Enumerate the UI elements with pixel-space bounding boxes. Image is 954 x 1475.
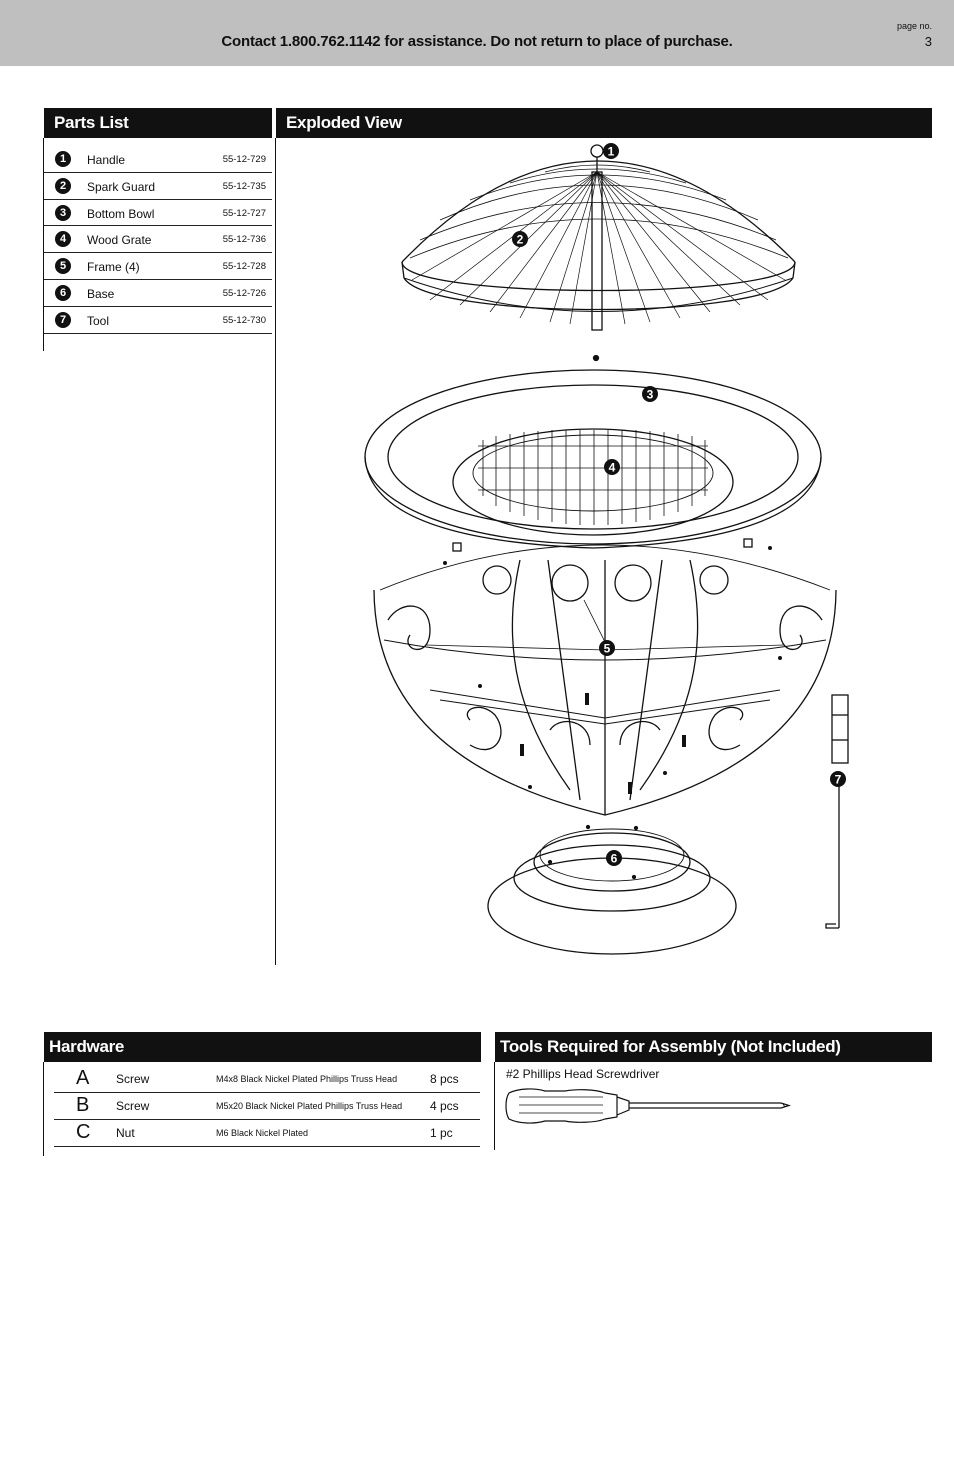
page-header: Contact 1.800.762.1142 for assistance. D… <box>0 0 954 66</box>
exploded-view-rule <box>275 138 276 965</box>
callout-4: 4 <box>604 459 620 475</box>
hardware-letter: A <box>76 1067 90 1089</box>
hardware-rule <box>43 1062 44 1156</box>
part-number: 2 <box>55 177 71 194</box>
parts-list: 1 Handle 55-12-729 2 Spark Guard 55-12-735 3… <box>44 146 272 334</box>
screwdriver-drawing <box>505 1088 792 1124</box>
hardware-description: M6 Black Nickel Plated <box>216 1128 309 1138</box>
parts-list-row: 7 Tool 55-12-730 <box>44 307 272 334</box>
bottom-bowl-drawing <box>364 369 822 549</box>
part-name: Bottom Bowl <box>87 206 155 221</box>
svg-text:4: 4 <box>609 461 616 475</box>
part-code: 55-12-727 <box>222 207 266 219</box>
parts-list-rule <box>43 138 44 351</box>
svg-text:3: 3 <box>647 388 654 402</box>
parts-list-row: 4 Wood Grate 55-12-736 <box>44 226 272 254</box>
hardware-heading: Hardware <box>44 1032 481 1062</box>
contact-notice: Contact 1.800.762.1142 for assistance. D… <box>221 33 733 50</box>
part-name: Frame (4) <box>87 260 140 275</box>
hardware-row: A Screw M4x8 Black Nickel Plated Phillips … <box>54 1066 480 1093</box>
part-code: 55-12-735 <box>222 180 266 192</box>
part-code: 55-12-736 <box>222 234 266 246</box>
callout-3: 3 <box>642 386 658 402</box>
tools-rule <box>494 1062 495 1150</box>
callout-6: 6 <box>606 850 622 866</box>
hardware-row: C Nut M6 Black Nickel Plated 1 pc <box>54 1120 480 1147</box>
svg-text:7: 7 <box>835 773 842 787</box>
callout-2: 2 <box>512 231 528 247</box>
hardware-quantity: 8 pcs <box>430 1072 459 1086</box>
parts-list-row: 1 Handle 55-12-729 <box>44 146 272 173</box>
part-name: Base <box>87 286 115 301</box>
frame-drawing <box>373 538 837 816</box>
page-number-label: page no. <box>896 21 932 31</box>
page-number: 3 <box>924 34 932 49</box>
part-name: Handle <box>87 153 126 167</box>
parts-list-row: 5 Frame (4) 55-12-728 <box>44 253 272 280</box>
exploded-view-diagram <box>364 144 849 955</box>
tool-item: #2 Phillips Head Screwdriver <box>506 1067 660 1081</box>
hardware-quantity: 4 pcs <box>430 1099 459 1113</box>
svg-text:2: 2 <box>517 233 524 247</box>
parts-list-heading: Parts List <box>44 108 272 138</box>
parts-list-row: 6 Base 55-12-726 <box>44 280 272 307</box>
hardware-name: Nut <box>116 1126 135 1140</box>
part-number: 4 <box>55 231 71 248</box>
wood-grate-drawing <box>452 428 734 536</box>
hardware-quantity: 1 pc <box>430 1126 453 1140</box>
part-code: 55-12-728 <box>222 261 266 273</box>
part-code: 55-12-729 <box>222 154 266 165</box>
part-code: 55-12-730 <box>222 314 266 326</box>
part-name: Tool <box>87 313 110 328</box>
svg-text:6: 6 <box>611 852 618 866</box>
part-number: 3 <box>55 204 71 221</box>
callout-7: 7 <box>830 771 846 787</box>
hardware-description: M5x20 Black Nickel Plated Phillips Truss… <box>216 1101 403 1111</box>
hardware-letter: B <box>76 1094 90 1116</box>
svg-text:1: 1 <box>608 145 615 159</box>
part-number: 7 <box>55 311 71 328</box>
tool-drawing <box>825 694 849 929</box>
part-name: Spark Guard <box>87 179 156 194</box>
exploded-view-heading: Exploded View <box>276 108 932 138</box>
part-name: Wood Grate <box>87 233 152 248</box>
callout-markers: 1 2 3 4 5 6 7 <box>512 143 846 866</box>
hardware-name: Screw <box>116 1072 150 1086</box>
callout-5: 5 <box>599 640 615 656</box>
hardware-letter: C <box>76 1121 91 1143</box>
hardware-row: B Screw M5x20 Black Nickel Plated Phillips… <box>54 1093 480 1120</box>
svg-text:5: 5 <box>604 642 611 656</box>
hardware-name: Screw <box>116 1099 150 1113</box>
parts-list-row: 3 Bottom Bowl 55-12-727 <box>44 200 272 227</box>
part-code: 55-12-726 <box>222 287 266 299</box>
hardware-description: M4x8 Black Nickel Plated Phillips Truss … <box>216 1074 398 1084</box>
parts-list-row: 2 Spark Guard 55-12-735 <box>44 173 272 200</box>
part-number: 6 <box>55 284 71 301</box>
callout-1: 1 <box>603 143 619 159</box>
part-number: 5 <box>55 258 71 275</box>
tools-heading: Tools Required for Assembly (Not Include… <box>495 1032 932 1062</box>
part-number: 1 <box>55 151 71 167</box>
